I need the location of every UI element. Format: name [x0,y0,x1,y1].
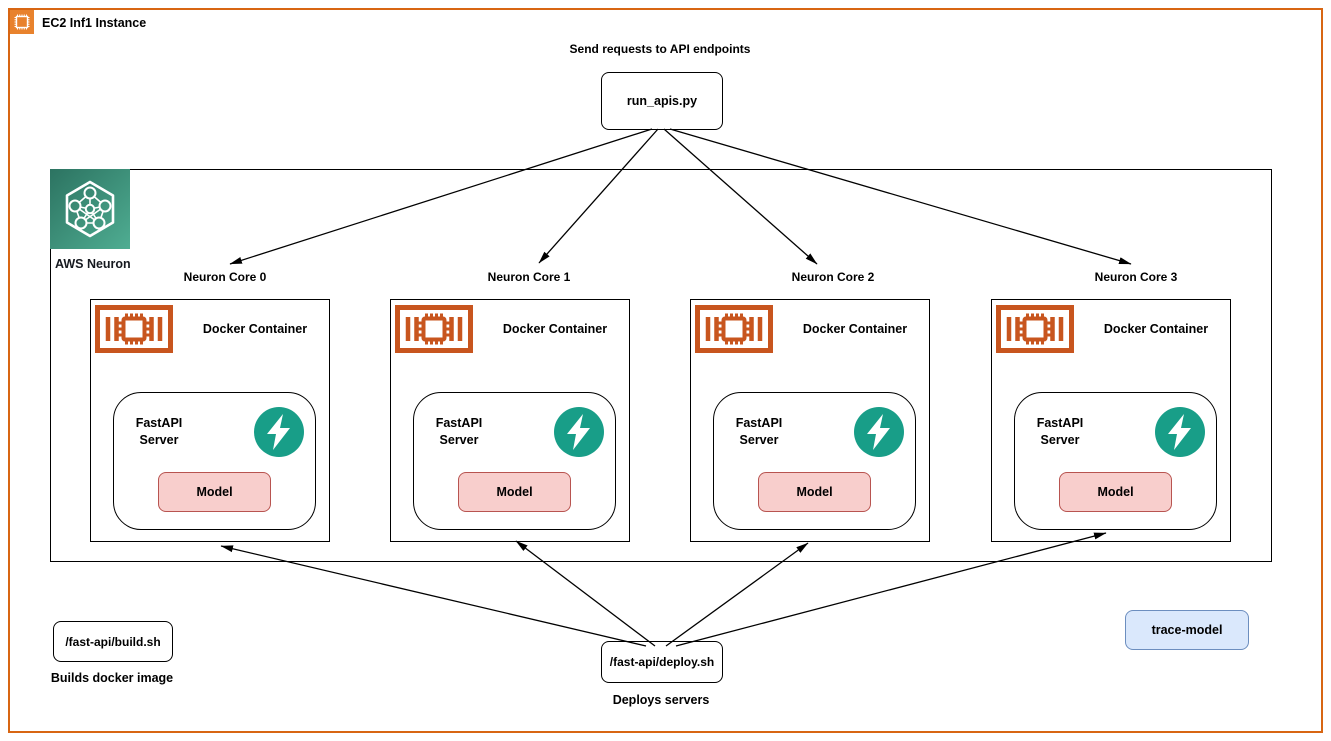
docker-container-1[interactable]: Docker Container FastAPI Server Model [390,299,630,542]
model-box[interactable]: Model [158,472,271,512]
fastapi-server-label: FastAPI Server [135,416,183,447]
neuron-chip-icon [996,305,1074,353]
fastapi-server-label: FastAPI Server [735,416,783,447]
deploy-script-node[interactable]: /fast-api/deploy.sh [601,641,723,683]
fastapi-server-label: FastAPI Server [1036,416,1084,447]
docker-container-0[interactable]: Docker Container FastAPI Server Model [90,299,330,542]
ec2-instance-boundary [8,8,1323,733]
trace-model-node[interactable]: trace-model [1125,610,1249,650]
top-caption: Send requests to API endpoints [569,42,751,56]
model-box[interactable]: Model [458,472,571,512]
neuron-chip-icon [695,305,773,353]
docker-container-title: Docker Container [802,322,908,336]
neuron-core-2-label: Neuron Core 2 [791,270,875,284]
fastapi-server-box[interactable]: FastAPI Server Model [413,392,616,530]
model-box[interactable]: Model [758,472,871,512]
deploy-caption: Deploys servers [612,693,710,707]
docker-container-3[interactable]: Docker Container FastAPI Server Model [991,299,1231,542]
neuron-core-3-label: Neuron Core 3 [1094,270,1178,284]
fastapi-server-box[interactable]: FastAPI Server Model [713,392,916,530]
ec2-chip-icon [10,10,34,34]
fastapi-lightning-icon [254,407,304,457]
fastapi-server-box[interactable]: FastAPI Server Model [1014,392,1217,530]
neuron-chip-icon [395,305,473,353]
fastapi-lightning-icon [554,407,604,457]
neuron-core-0-label: Neuron Core 0 [183,270,267,284]
run-apis-node[interactable]: run_apis.py [601,72,723,130]
docker-container-title: Docker Container [502,322,608,336]
docker-container-2[interactable]: Docker Container FastAPI Server Model [690,299,930,542]
fastapi-server-label: FastAPI Server [435,416,483,447]
build-script-node[interactable]: /fast-api/build.sh [53,621,173,662]
aws-neuron-label: AWS Neuron [55,257,131,271]
neuron-core-1-label: Neuron Core 1 [487,270,571,284]
neuron-chip-icon [95,305,173,353]
page-title: EC2 Inf1 Instance [42,16,147,30]
fastapi-lightning-icon [854,407,904,457]
fastapi-lightning-icon [1155,407,1205,457]
aws-neuron-logo [50,169,130,249]
fastapi-server-box[interactable]: FastAPI Server Model [113,392,316,530]
docker-container-title: Docker Container [1103,322,1209,336]
model-box[interactable]: Model [1059,472,1172,512]
docker-container-title: Docker Container [202,322,308,336]
build-caption: Builds docker image [50,671,174,685]
